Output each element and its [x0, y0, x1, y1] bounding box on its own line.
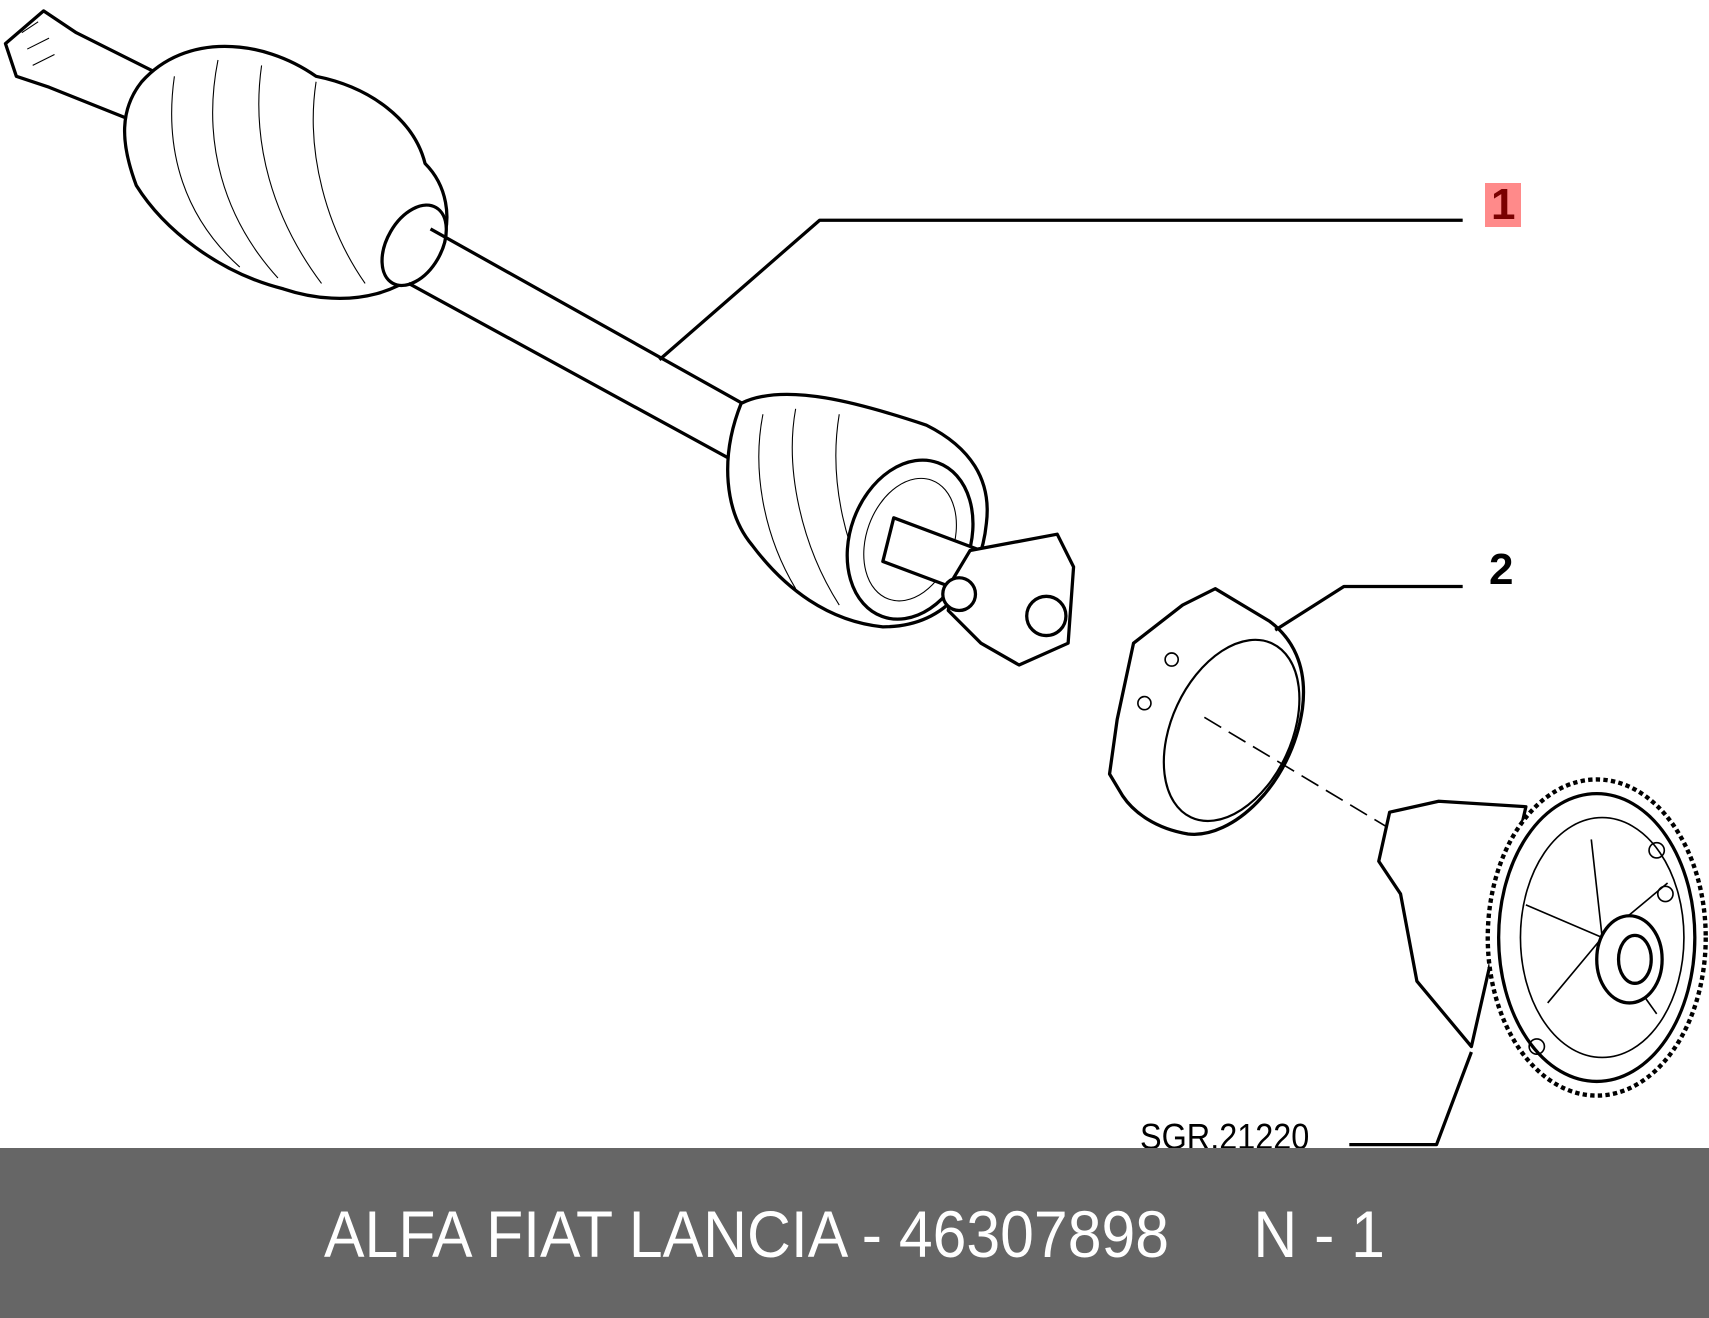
differential-gear — [1377, 777, 1708, 1098]
leader-line-ref — [1349, 1051, 1473, 1147]
callout-item-1[interactable]: 1 — [1485, 183, 1522, 227]
outer-cv-boot — [726, 392, 1076, 667]
inner-cv-boot — [122, 44, 449, 300]
part-info-banner: ALFA FIAT LANCIA - 46307898 N - 1 — [0, 1148, 1709, 1318]
part-number-title: ALFA FIAT LANCIA - 46307898 N - 1 — [324, 1197, 1385, 1271]
center-axis-line — [1203, 716, 1391, 830]
callout-item-2[interactable]: 2 — [1489, 545, 1514, 594]
axle-shaft — [407, 227, 753, 460]
leader-line-2 — [1274, 584, 1463, 632]
bearing-ring-part — [1107, 587, 1306, 836]
leader-line-1 — [658, 218, 1463, 361]
